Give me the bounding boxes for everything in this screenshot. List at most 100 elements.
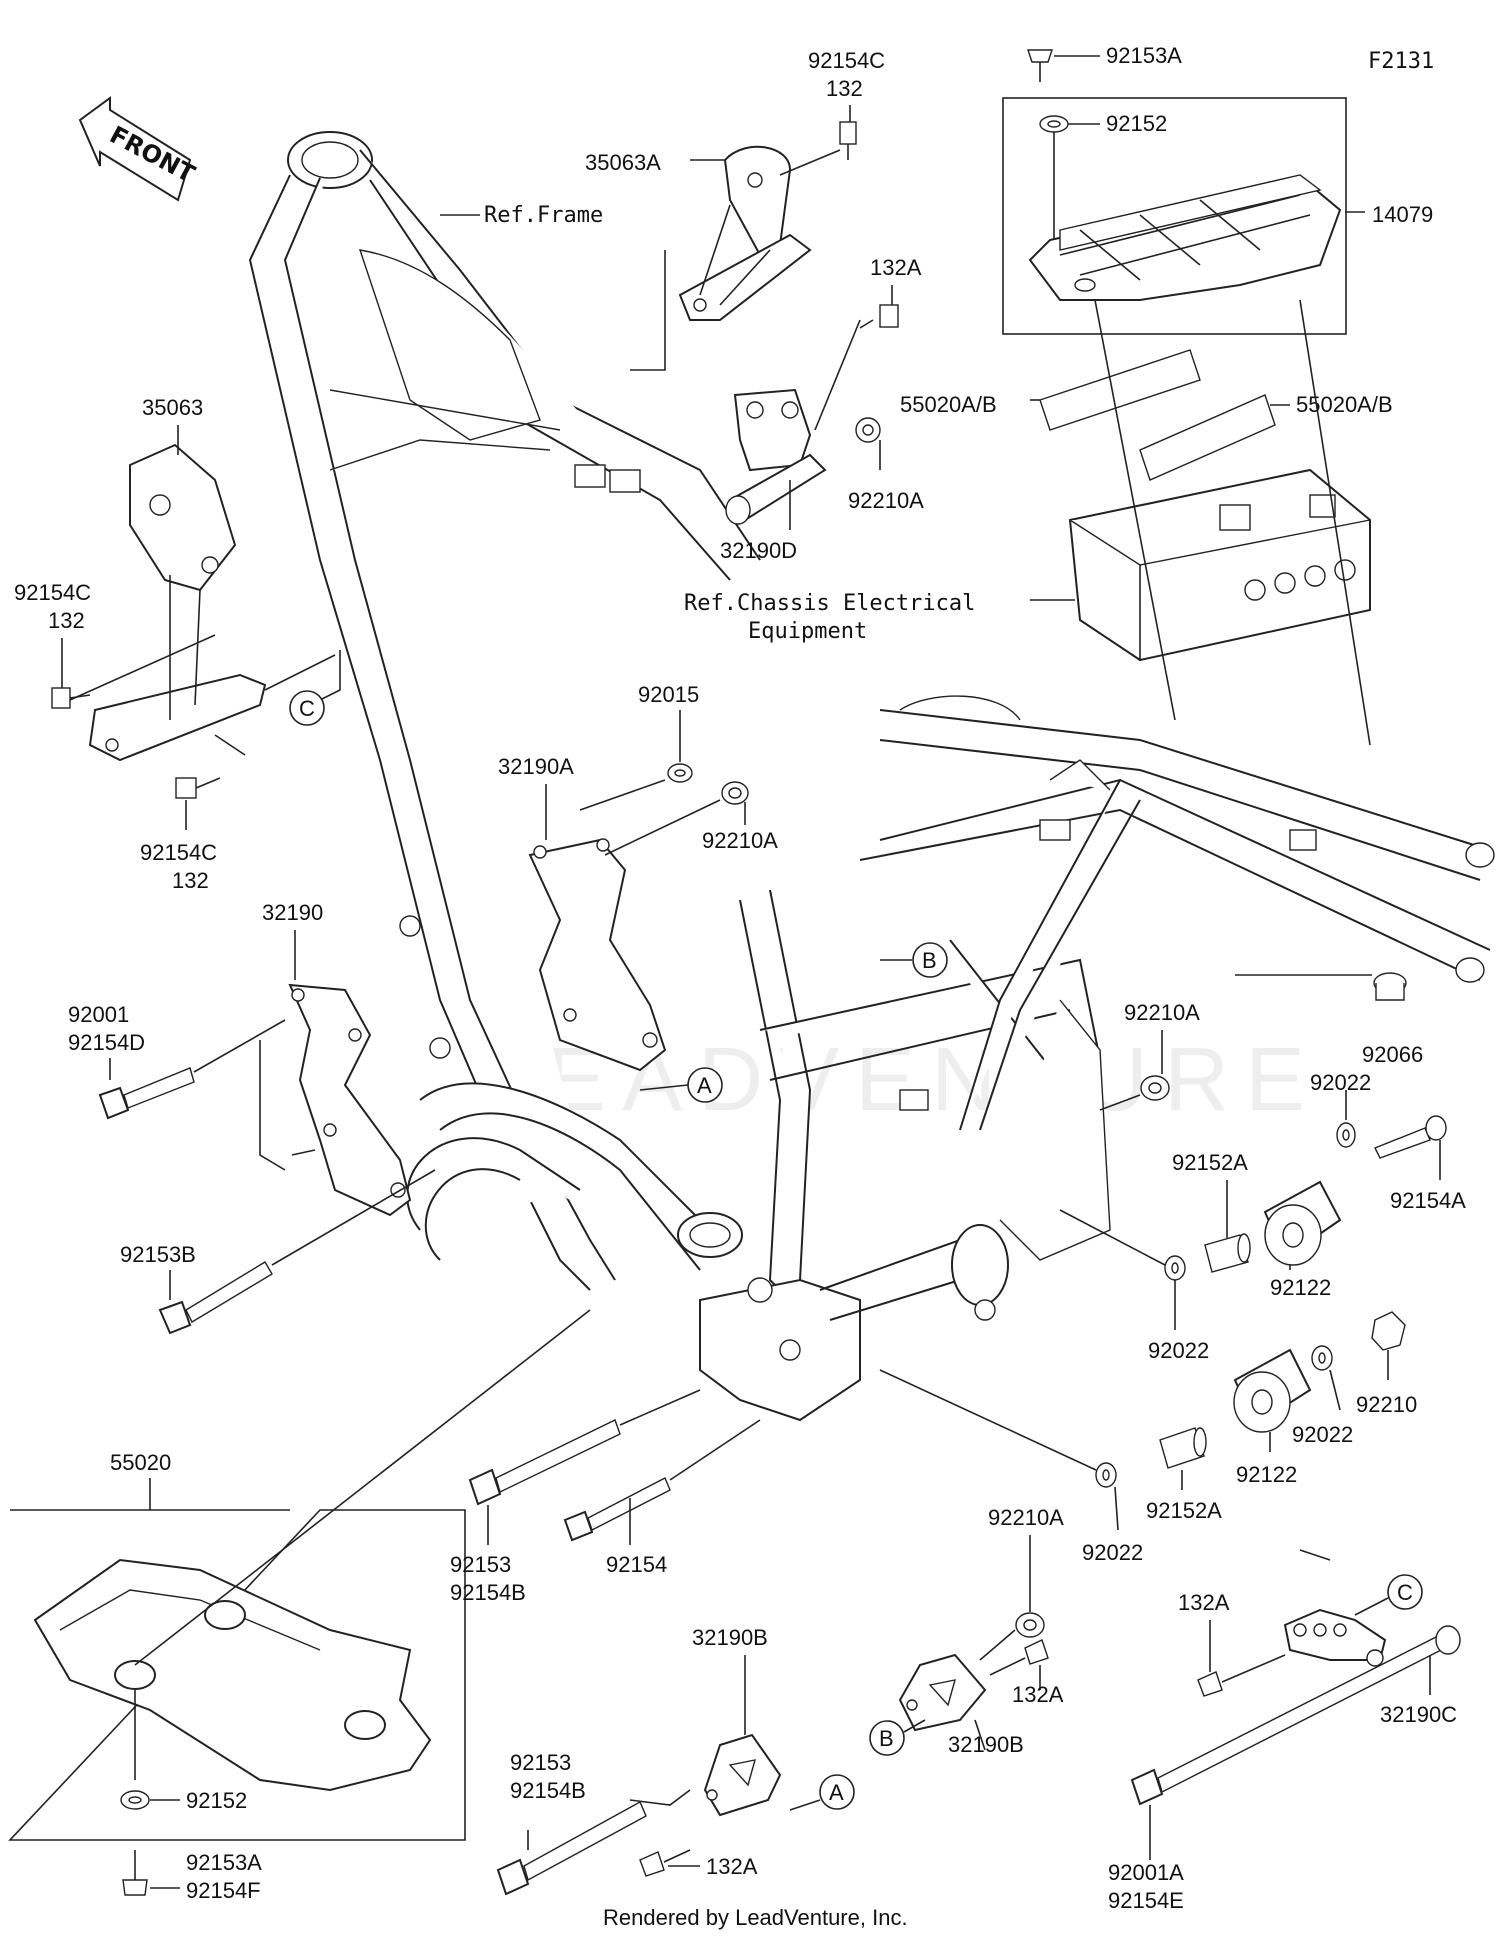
part-92154F: 92154F [186,1878,261,1903]
bolt-icon [859,304,899,329]
ref-frame-label: Ref.Frame [484,203,603,228]
long-bolt-icon [563,1477,671,1542]
part-32190A: 32190A [498,754,574,779]
part-92122-r1: 92122 [1270,1275,1331,1300]
long-bolt-icon [98,1067,195,1120]
bracket-35063 [88,443,267,762]
bolt-icon [122,1850,148,1896]
part-92154: 92154 [606,1552,667,1577]
battery-guard-14079 [1028,174,1342,301]
long-bolt-icon [468,1419,621,1506]
part-92153-mid: 92153 [450,1552,511,1577]
part-55020AB-left: 55020A/B [900,392,997,417]
part-92210A-mid: 92210A [702,828,778,853]
part-132-left: 132 [48,608,85,633]
ref-electrical-line1: Ref.Chassis Electrical [684,591,975,616]
part-92152A-r1: 92152A [1172,1150,1248,1175]
part-92022-r2: 92022 [1148,1338,1209,1363]
part-92001: 92001 [68,1002,129,1027]
part-35063: 35063 [142,395,203,420]
part-132A-mid: 132A [1012,1682,1064,1707]
nut-icon [667,763,693,783]
part-32190B-bot: 32190B [948,1732,1024,1757]
washer-icon [120,1790,150,1810]
part-92001A: 92001A [1108,1860,1184,1885]
callout-c-lower-label: C [1397,1580,1413,1605]
sticker-left [1039,349,1201,431]
part-132-low: 132 [172,868,209,893]
nut-icon [1140,1075,1170,1101]
part-92153A-bot: 92153A [186,1850,262,1875]
part-35063A: 35063A [585,150,661,175]
battery [1068,468,1371,662]
part-92152-bot: 92152 [186,1788,247,1813]
part-92153-bot: 92153 [510,1750,571,1775]
front-arrow-icon: FRONT [78,96,200,202]
main-frame [248,131,1495,1422]
washer-icon [1311,1345,1333,1371]
long-bolt-icon [158,1261,273,1335]
callout-c-lower [1387,1574,1423,1610]
part-92210: 92210 [1356,1392,1417,1417]
part-92210A-top: 92210A [848,488,924,513]
engine-mount-32190B-lower [898,1653,987,1732]
rubber-bushing-icon [1233,1348,1312,1433]
bolt-icon [639,1849,691,1877]
nut-icon [855,417,881,443]
part-132-top: 132 [826,76,863,101]
bolt-icon [1197,1654,1286,1697]
part-32190C: 32190C [1380,1702,1457,1727]
washer-icon [1164,1255,1186,1281]
bolt-icon [51,687,91,709]
engine-mount-32190 [288,983,412,1217]
part-92122-r2: 92122 [1236,1462,1297,1487]
part-55020AB-right: 55020A/B [1296,392,1393,417]
part-92154A: 92154A [1390,1188,1466,1213]
sticker-right [1139,394,1276,481]
part-92210A-bot: 92210A [988,1505,1064,1530]
part-92152A-r2: 92152A [1146,1498,1222,1523]
part-55020: 55020 [110,1450,171,1475]
bolt-icon [1027,49,1053,82]
part-92015: 92015 [638,682,699,707]
collar-icon [1204,1233,1251,1273]
part-92022-r3: 92022 [1292,1422,1353,1447]
bracket-32190C [1283,1608,1387,1667]
callout-a-lower-label: A [829,1780,844,1805]
bracket-32190D [725,388,827,525]
diagram-code: F2131 [1368,49,1434,74]
part-92154C-left: 92154C [14,580,91,605]
callout-b-frame [912,942,948,978]
bolt-icon [989,1639,1049,1676]
part-92210A-right: 92210A [1124,1000,1200,1025]
washer-icon [1095,1462,1117,1488]
rubber-bushing-icon [1263,1180,1342,1266]
footer-credit: Rendered by LeadVenture, Inc. [603,1905,908,1930]
part-32190B-top: 32190B [692,1625,768,1650]
part-132A-top: 132A [870,255,922,280]
part-92154B-bot: 92154B [510,1778,586,1803]
engine-mount-32190A [528,838,667,1072]
callout-b-lower [869,1720,905,1756]
part-14079: 14079 [1372,202,1433,227]
washer-icon [1336,1122,1356,1148]
washer-icon [1039,115,1069,133]
part-92022-r1: 92022 [1310,1070,1371,1095]
bracket-35063A [678,145,812,321]
part-92154C-low: 92154C [140,840,217,865]
part-32190: 32190 [262,900,323,925]
part-92154C-top: 92154C [808,48,885,73]
callout-c-left-label: C [299,696,315,721]
nut-icon [721,781,749,805]
callout-a-lower [819,1774,855,1810]
part-92066: 92066 [1362,1042,1423,1067]
callout-b-lower-label: B [879,1726,894,1751]
bolt-icon [175,777,221,799]
bolt-icon [839,121,857,160]
callout-c-left [289,690,325,726]
callout-b-frame-label: B [922,948,937,973]
group-box-14079 [1002,97,1347,335]
ref-electrical-line2: Equipment [748,619,867,644]
part-92154B-mid: 92154B [450,1580,526,1605]
